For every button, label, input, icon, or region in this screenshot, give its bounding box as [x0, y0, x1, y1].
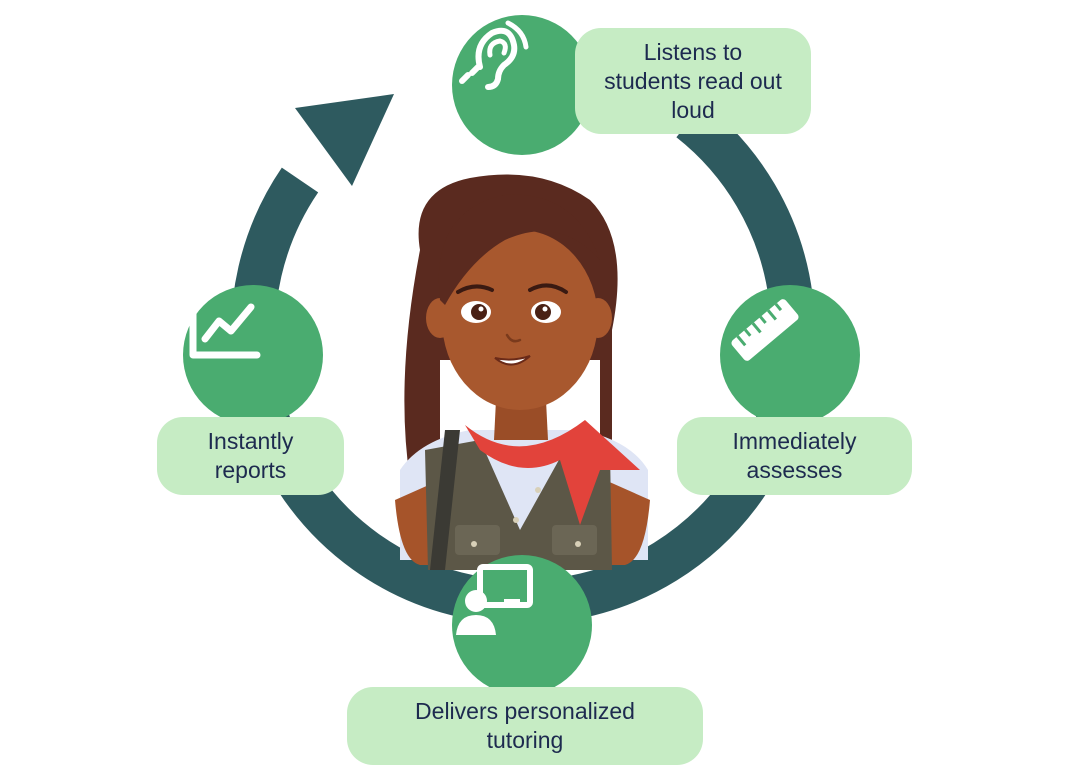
node-listens — [452, 15, 592, 155]
step-label-listens: Listens to students read out loud — [575, 28, 811, 134]
node-reports — [183, 285, 323, 425]
node-assesses — [720, 285, 860, 425]
step-label-reports: Instantly reports — [157, 417, 344, 495]
step-label-assesses: Immediately assesses — [677, 417, 912, 495]
chart-icon — [189, 289, 261, 359]
step-label-tutoring: Delivers personalized tutoring — [347, 687, 703, 765]
tutor-icon — [456, 564, 533, 635]
cycle-arrowhead — [295, 94, 394, 186]
ruler-icon — [731, 299, 799, 361]
node-tutoring — [452, 555, 592, 695]
ear-icon — [459, 20, 529, 90]
